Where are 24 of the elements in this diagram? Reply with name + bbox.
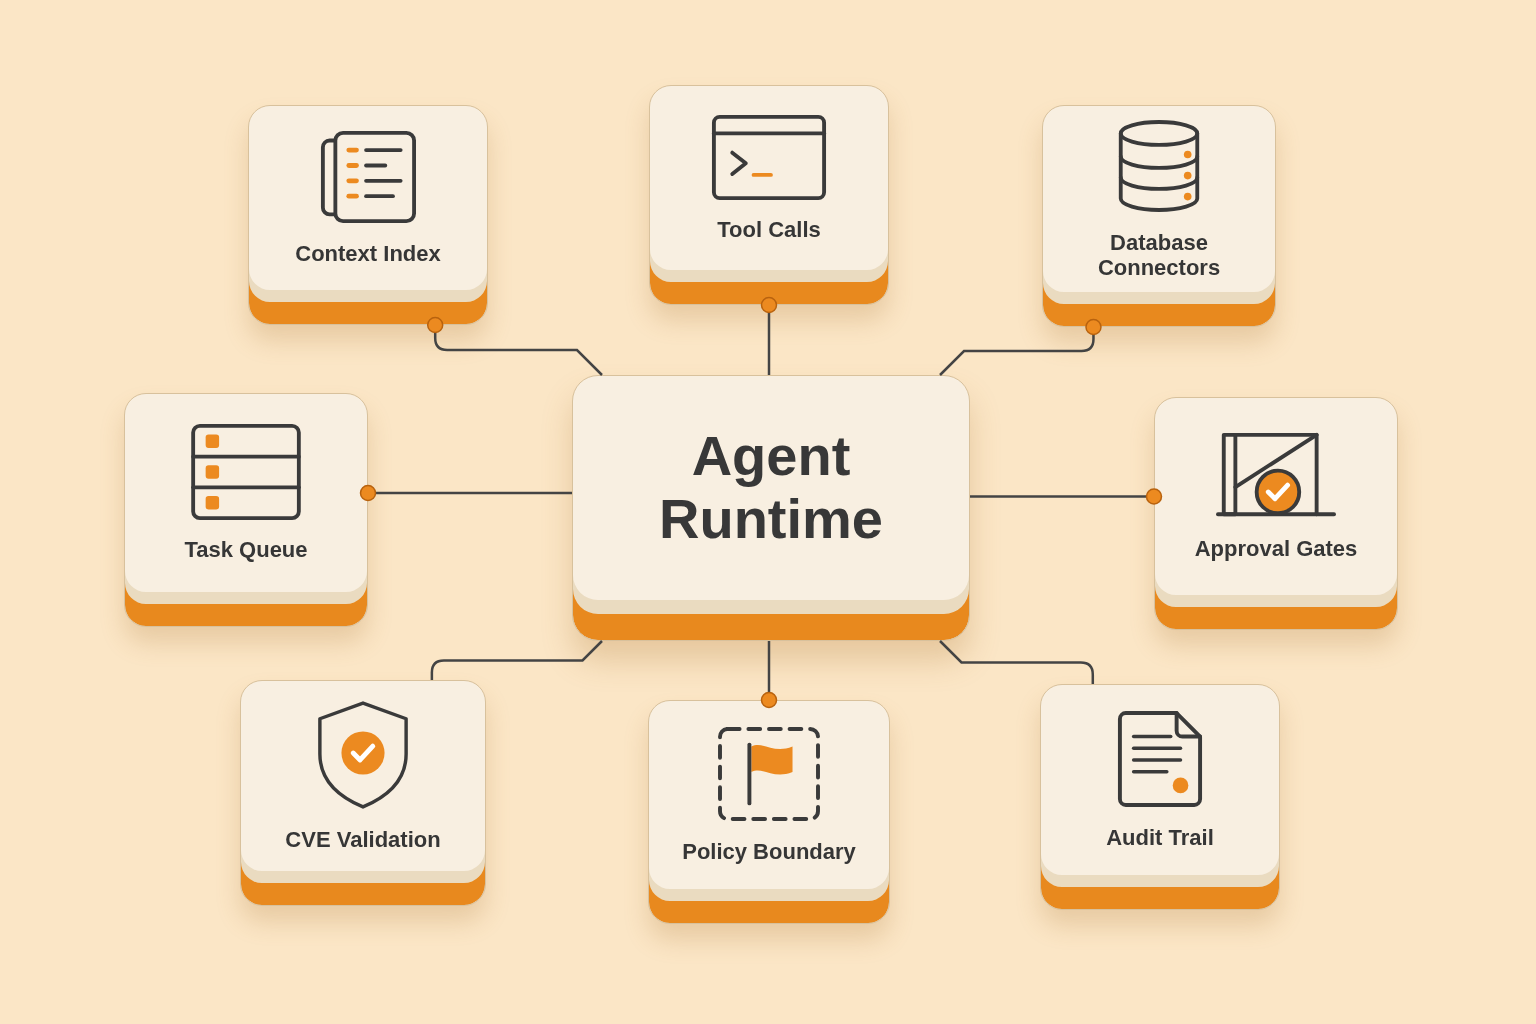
module-card xyxy=(1040,684,1280,910)
module-card xyxy=(648,700,890,924)
node-label: Policy Boundary xyxy=(682,839,856,865)
connector-line xyxy=(939,318,1102,376)
hub-card xyxy=(572,375,970,641)
node-label: Approval Gates xyxy=(1194,536,1358,562)
connector-line xyxy=(426,316,603,376)
node-label: Task Queue xyxy=(184,537,308,563)
connector-line xyxy=(970,488,1163,505)
module-card xyxy=(240,680,486,906)
module-card xyxy=(1154,397,1398,630)
node-label: Tool Calls xyxy=(717,216,821,243)
module-card xyxy=(1042,105,1276,327)
node-label: Context Index xyxy=(295,241,441,267)
connector-line xyxy=(760,641,778,709)
connector-line xyxy=(359,484,572,502)
connector-line xyxy=(760,296,778,375)
node-label: Audit Trail xyxy=(1106,825,1214,851)
node-label: CVE Validation xyxy=(285,827,441,853)
hub-title: Agent Runtime xyxy=(659,425,883,551)
module-card xyxy=(248,105,488,325)
module-card xyxy=(124,393,368,627)
module-card xyxy=(649,85,889,305)
node-label: Database Connectors xyxy=(1096,229,1222,281)
